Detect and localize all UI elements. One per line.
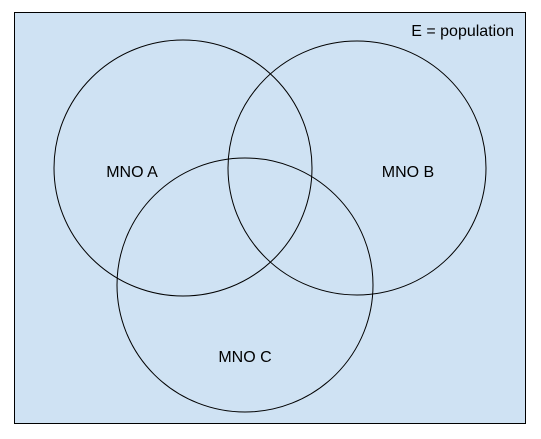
set-label-mno-c: MNO C — [218, 349, 271, 366]
set-label-mno-a: MNO A — [106, 164, 158, 181]
set-circle-mno-b — [227, 40, 487, 296]
set-circle-mno-a — [53, 39, 313, 297]
universe-label: E = population — [411, 23, 514, 40]
set-circle-mno-c — [116, 157, 374, 413]
set-label-mno-b: MNO B — [382, 164, 434, 181]
universe-frame — [14, 12, 526, 424]
